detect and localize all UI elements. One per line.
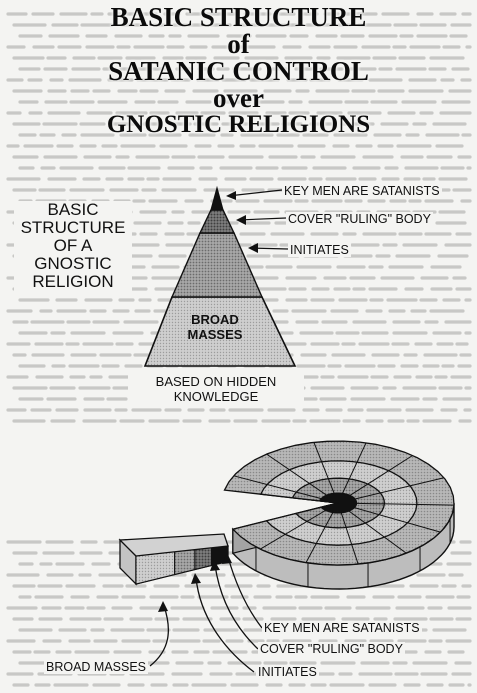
disc-spoke	[266, 453, 327, 496]
disc-label-cover-body: COVER "RULING" BODY	[258, 642, 405, 656]
title-line-3: SATANIC CONTROL	[108, 56, 369, 86]
side-label-line: GNOSTIC	[34, 254, 112, 273]
basis-line: BASED ON HIDDEN	[155, 374, 277, 389]
base-label-line: MASSES	[187, 327, 243, 342]
title-line-4: over	[213, 83, 264, 113]
disc-label-broad-masses: BROAD MASSES	[44, 660, 149, 674]
wedge-band-0	[135, 551, 176, 585]
side-label-line: BASIC	[47, 200, 99, 219]
side-label-line: RELIGION	[32, 272, 114, 291]
wedge-band-2	[194, 547, 212, 571]
pyramid-label-cover-body: COVER "RULING" BODY	[286, 212, 433, 226]
title-line-1: BASIC STRUCTURE	[110, 2, 367, 32]
disc-diagram	[118, 440, 455, 590]
pyramid-label-initiates: INITIATES	[288, 243, 351, 257]
disc-spoke	[340, 512, 359, 565]
disc-arrowheads	[158, 553, 232, 612]
wedge-band-1	[174, 549, 196, 576]
pyramid-base-label: BROAD MASSES	[170, 312, 260, 342]
basis-line: KNOWLEDGE	[173, 389, 259, 404]
disc-spoke	[305, 512, 334, 563]
disc-spoke	[260, 509, 326, 550]
pyramid-arrowheads	[226, 191, 258, 253]
diagram-title: BASIC STRUCTURE of SATANIC CONTROL over …	[0, 4, 477, 139]
pyramid-layer-cover-body	[198, 209, 236, 234]
pyramid-apex-key-men	[210, 185, 224, 211]
pyramid-side-label: BASIC STRUCTURE OF A GNOSTIC RELIGION	[14, 201, 132, 291]
disc-spoke	[233, 475, 322, 500]
disc-spoke	[354, 507, 441, 533]
title-line-2: of	[227, 29, 250, 59]
pyramid-label-key-men: KEY MEN ARE SATANISTS	[282, 184, 442, 198]
title-line-5: GNOSTIC RELIGIONS	[106, 111, 371, 138]
side-label-line: OF A	[53, 236, 93, 255]
disc-ring-3	[318, 492, 358, 514]
disc-spoke	[342, 442, 367, 494]
base-label-line: BROAD	[191, 312, 239, 327]
disc-spoke	[349, 455, 413, 496]
pyramid	[143, 185, 297, 367]
disc-spoke	[313, 442, 335, 494]
disc-spoke	[354, 477, 445, 500]
disc-arrows	[149, 556, 263, 673]
wedge-top-face	[118, 533, 229, 557]
side-label-line: STRUCTURE	[20, 218, 126, 237]
disc-spoke	[356, 502, 454, 506]
disc-label-key-men: KEY MEN ARE SATANISTS	[262, 621, 422, 635]
pyramid-basis-caption: BASED ON HIDDEN KNOWLEDGE	[128, 374, 304, 404]
pyramid-layer-initiates	[170, 232, 264, 298]
disc-spoke	[348, 510, 407, 554]
disc-label-initiates: INITIATES	[256, 665, 319, 679]
